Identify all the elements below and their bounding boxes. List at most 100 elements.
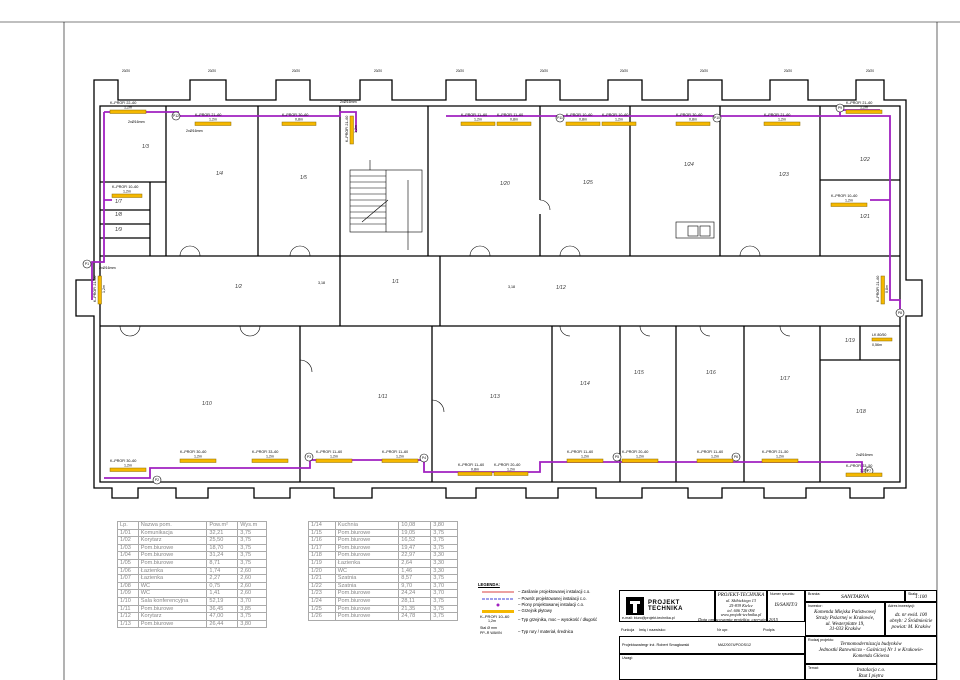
svg-text:1,2m: 1,2m <box>124 106 132 110</box>
svg-text:1,2m: 1,2m <box>354 125 358 133</box>
pipe-note: 2xØ16mm <box>340 100 357 104</box>
radiator: K–PROFI 21–601,2m <box>763 113 801 126</box>
radiator: K–PROFI 11–601,2m <box>460 113 496 126</box>
room-schedule-cell: Korytarz <box>137 612 208 621</box>
room-schedule-cell: 2,60 <box>237 589 267 598</box>
svg-text:1,2m: 1,2m <box>711 455 719 459</box>
room-schedule-cell: 3,30 <box>430 558 458 568</box>
room-schedule-cell: 3,75 <box>237 551 267 560</box>
room-schedule-cell: Pom.biurowe <box>334 596 400 606</box>
room-schedule-cell: Pom.biurowe <box>334 528 400 538</box>
room-schedule-cell: 1/03 <box>117 543 139 553</box>
logo-text-1: PROJEKT <box>648 600 680 606</box>
drawing-number: IS/SANIT/3 <box>774 603 798 608</box>
svg-text:P8: P8 <box>898 311 902 315</box>
rodzaj-cell: Rodzaj projektu: Termomodernizacja budyn… <box>805 636 937 664</box>
room-schedule-cell: Kuchnia <box>334 521 400 530</box>
room-schedule-cell: Łazienka <box>137 574 208 583</box>
room-label: 1/9 <box>115 227 122 233</box>
room-label: 1/2 <box>235 284 242 290</box>
room-schedule-cell: 3,75 <box>237 536 267 545</box>
room-schedule-cell: 3,70 <box>430 589 458 598</box>
room-schedule-cell: 1/13 <box>117 619 139 629</box>
room-schedule-cell: 2,60 <box>237 581 267 591</box>
svg-text:0,8m: 0,8m <box>579 118 587 122</box>
skala-label: Skala: <box>908 592 918 596</box>
temat-label: Temat: <box>808 666 819 670</box>
designer-row: Projektował: mgr inż. Robert Smagłowski … <box>619 636 805 654</box>
riser-marker: P5 <box>612 452 622 462</box>
room-label: 1/13 <box>490 394 500 400</box>
radiator: K–PROFI 11–601,2m <box>566 450 604 463</box>
room-schedule-cell: 22,97 <box>398 551 432 560</box>
project-date: Data opracowania projektu: czerwiec 2015 <box>698 617 778 622</box>
room-schedule-cell: 3,85 <box>237 604 267 614</box>
legend-sample-radiator-sub: 1,2m <box>488 619 496 623</box>
room-label: 1/21 <box>860 214 870 220</box>
room-schedule-cell: Łazienka <box>137 566 208 576</box>
radiator: K–PROFI 10–601,2m <box>830 194 868 207</box>
room-schedule-cell: 3,75 <box>430 528 458 538</box>
svg-text:0,8m: 0,8m <box>885 285 889 293</box>
svg-text:K–PROFI 20–60: K–PROFI 20–60 <box>622 450 648 454</box>
room-schedule-cell: 3,30 <box>430 566 458 576</box>
room-schedule-cell: Pom.biurowe <box>334 604 400 614</box>
room-label: 1/3 <box>142 144 149 150</box>
svg-text:0,8m: 0,8m <box>510 118 518 122</box>
radiator: K–PROFI 11–601,2m <box>315 450 353 463</box>
temat-cell: Temat: Instalacja c.o. Rzut I piętra <box>805 664 937 680</box>
room-schedule-cell: 3,80 <box>237 619 267 629</box>
drawing-number-label: Numer rysunku <box>770 592 795 596</box>
svg-text:0,8m: 0,8m <box>689 118 697 122</box>
room-schedule-cell: 16,52 <box>398 536 432 545</box>
room-schedule-cell: 1/10 <box>117 596 139 606</box>
imie-label: Imię i nazwisko: <box>639 628 666 632</box>
room-schedule-cell: Komunikacja <box>137 528 208 538</box>
riser-marker: P4 <box>419 453 429 463</box>
radiator: K–PROFI 22–601,2m <box>109 101 147 114</box>
svg-text:1,2m: 1,2m <box>474 118 482 122</box>
legend-symbols <box>482 591 514 613</box>
radiator: K–PROFI 11–601,2m <box>381 450 419 463</box>
svg-text:K–PROFI 11–60: K–PROFI 11–60 <box>461 113 487 117</box>
room-schedule-cell: 1/14 <box>308 521 336 530</box>
room-schedule-cell: 0,75 <box>206 581 239 591</box>
room-schedule-cell: 1/07 <box>117 574 139 583</box>
room-label: 1/24 <box>684 162 694 168</box>
legend-sample-pipe: Stal Ø mm <box>480 626 497 630</box>
radiator: K–PROFI 10–601,2m <box>111 185 143 198</box>
svg-text:K–PROFI 10–60: K–PROFI 10–60 <box>831 194 857 198</box>
svg-text:20/20: 20/20 <box>540 69 548 73</box>
riser-marker: P6 <box>731 452 741 462</box>
room-schedule-cell: 1/02 <box>117 536 139 545</box>
skala-cell: Skala: 1:100 <box>905 590 937 602</box>
riser-marker: P1 <box>82 259 92 269</box>
room-schedule-cell: 24,78 <box>398 612 432 621</box>
riser-marker: P8 <box>895 308 905 318</box>
svg-text:K–PROFI 33–60: K–PROFI 33–60 <box>252 450 278 454</box>
svg-text:P11: P11 <box>557 116 563 120</box>
legend-item-return: – Powrót projektowanej instalacji c.o. <box>518 596 587 601</box>
room-label: 1/11 <box>378 394 388 400</box>
radiator: K–PROFI 33–601,2m <box>251 450 289 463</box>
radiator: K–PROFI 11–600,8m <box>496 113 532 126</box>
company-name: PROJEKT-TECHNIKA <box>717 593 765 598</box>
room-schedule-cell: WC <box>334 566 400 576</box>
svg-text:K–PROFI 10–60: K–PROFI 10–60 <box>602 113 628 117</box>
room-schedule-cell: Pom.biurowe <box>334 551 400 560</box>
svg-text:1,2m: 1,2m <box>776 455 784 459</box>
svg-text:K–PROFI 11–60: K–PROFI 11–60 <box>497 113 523 117</box>
svg-text:P10: P10 <box>714 116 720 120</box>
room-schedule-cell: 1/09 <box>117 589 139 598</box>
svg-text:K–PROFI 11–60: K–PROFI 11–60 <box>316 450 342 454</box>
